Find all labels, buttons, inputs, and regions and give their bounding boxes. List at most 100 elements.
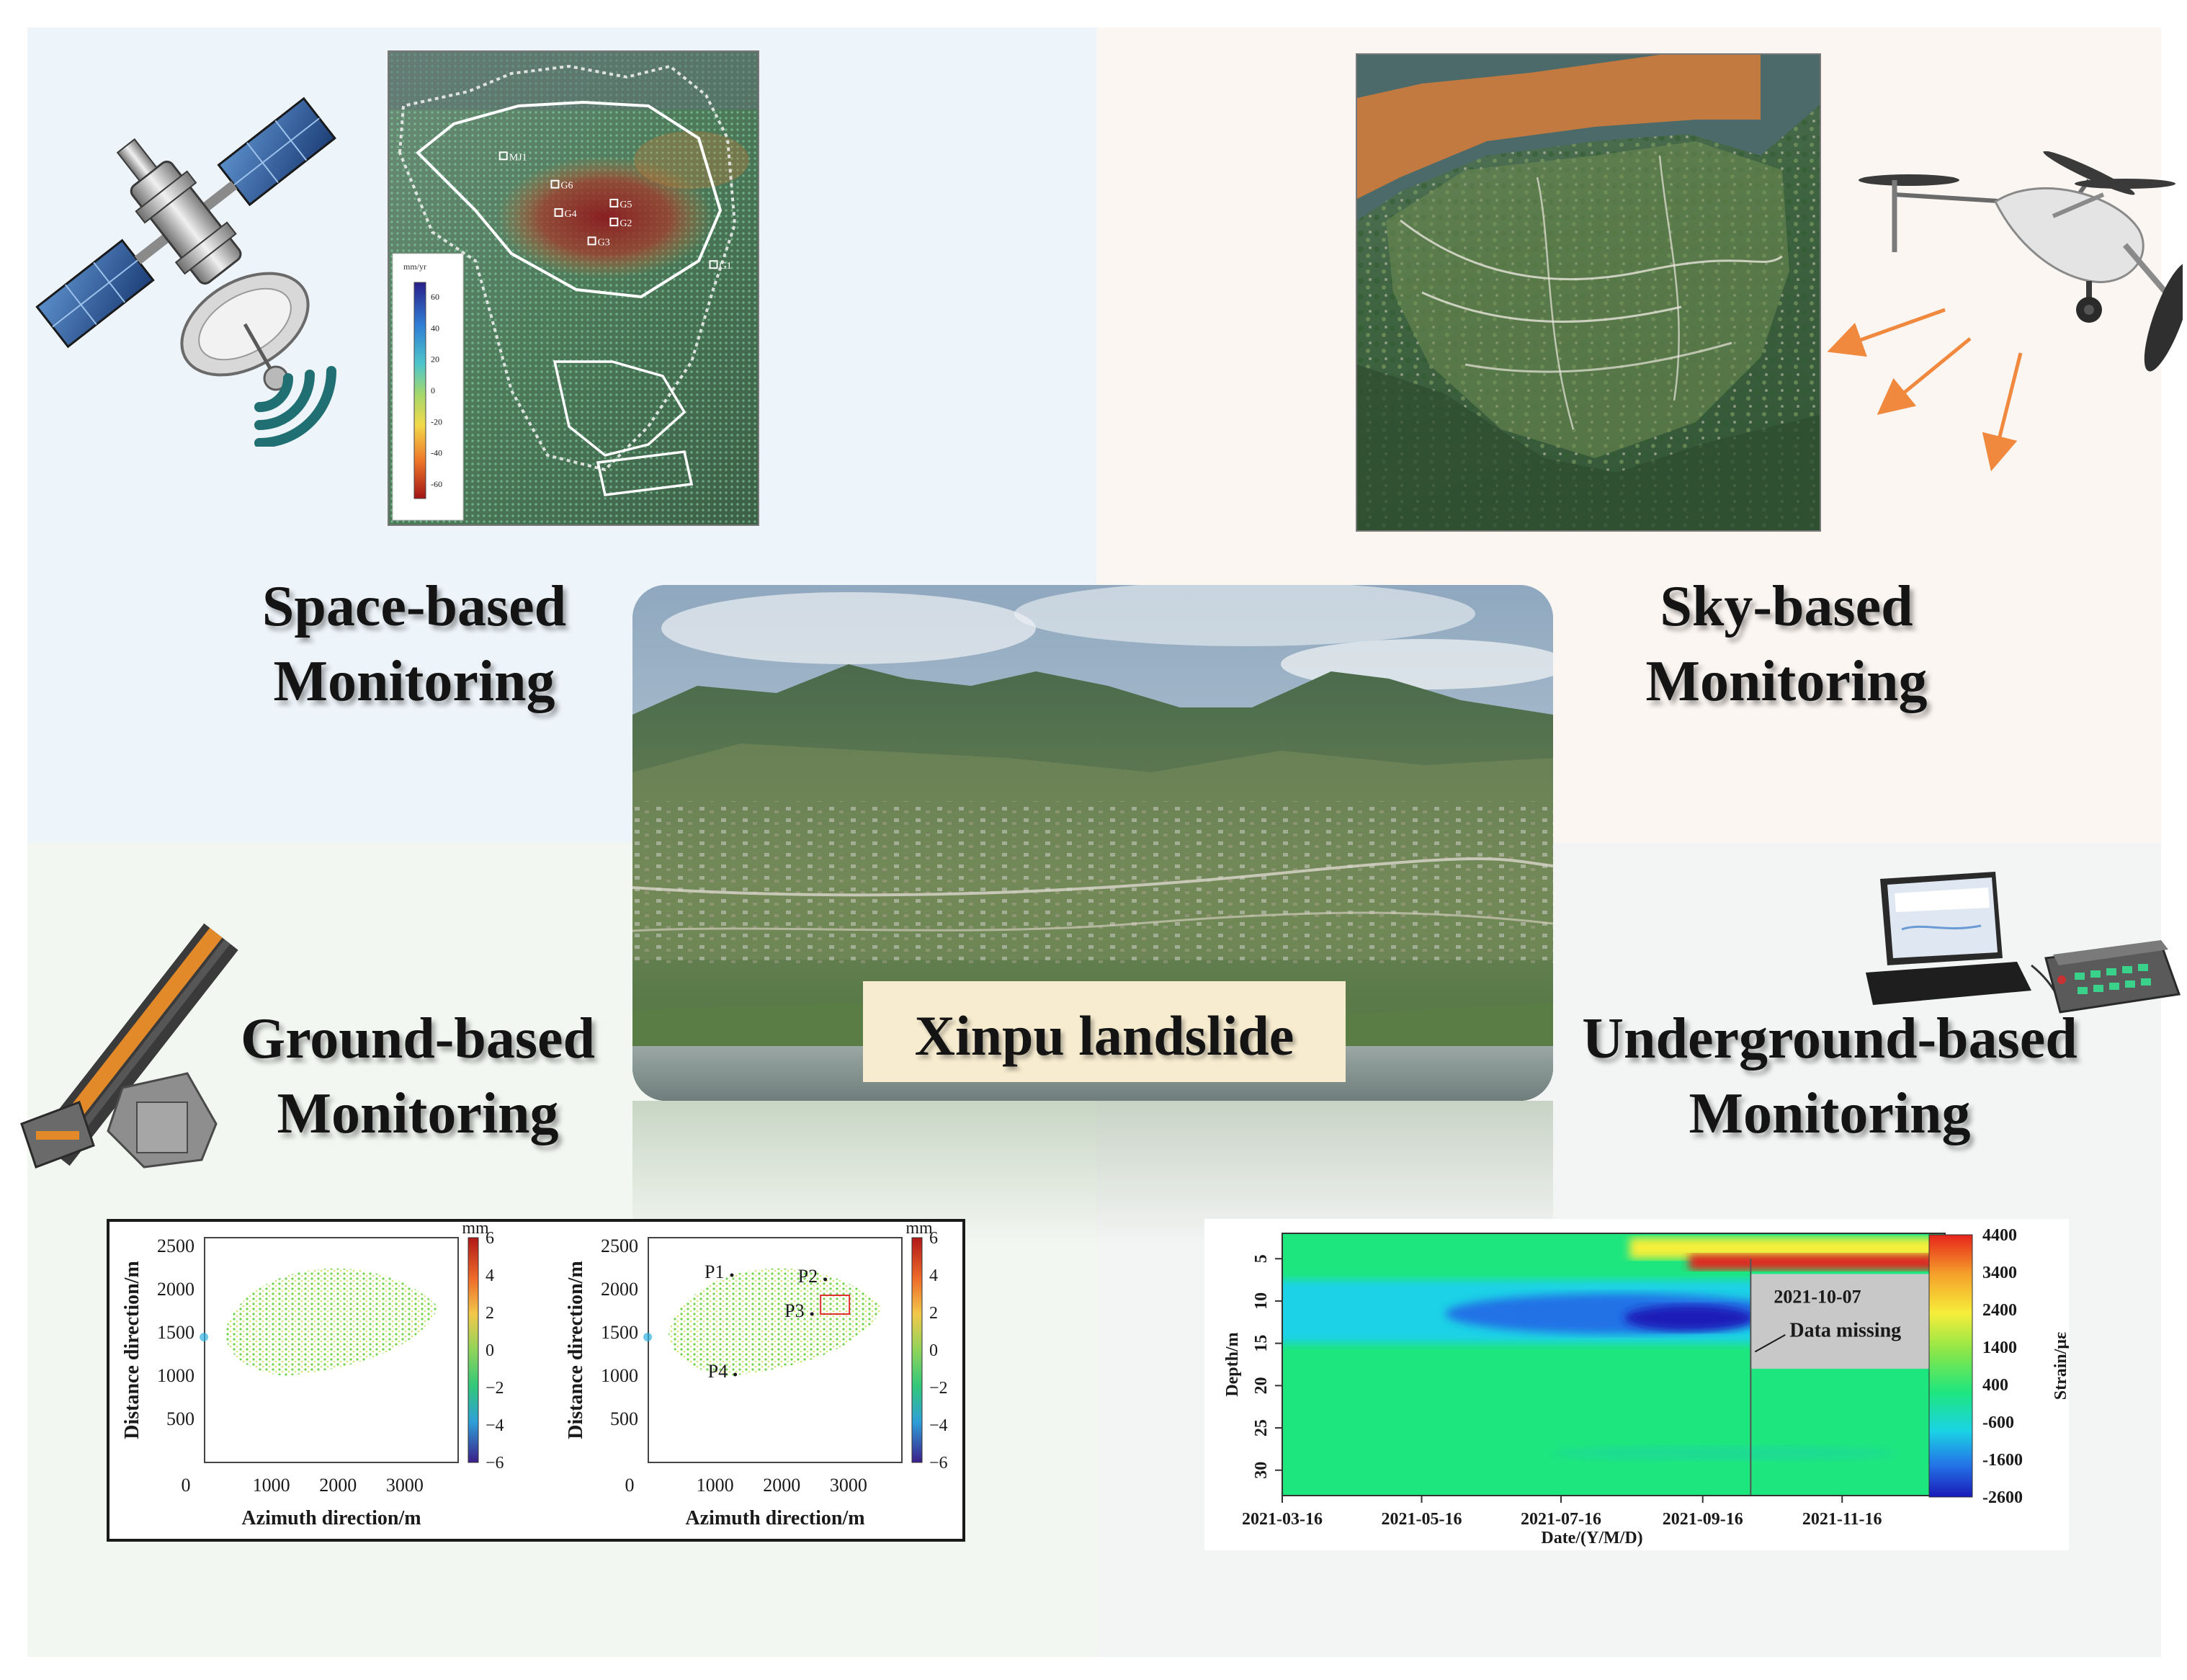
gbinsar-ytick: 2500 (157, 1236, 194, 1256)
underground-based-title: Underground-based Monitoring (1534, 1001, 2125, 1151)
gbinsar-colorbar-tick: −2 (486, 1379, 504, 1398)
gbinsar-colorbar (468, 1237, 479, 1463)
gbinsar-ylabel: Distance direction/m (565, 1261, 587, 1439)
gbinsar-colorbar-unit: mm (905, 1222, 933, 1238)
gbinsar-xtick: 3000 (830, 1475, 867, 1496)
gbinsar-colorbar-tick: 0 (929, 1341, 938, 1360)
insar-point-marker (609, 218, 619, 227)
gbinsar-xtick: 1000 (253, 1475, 290, 1496)
gbinsar-point-cloud-edge (200, 1333, 209, 1341)
insar-point-marker (709, 260, 718, 269)
underground-title-line2: Monitoring (1689, 1082, 1971, 1145)
insar-colorbar-tick: 20 (431, 354, 439, 365)
sky-title-line2: Monitoring (1645, 650, 1928, 713)
gbinsar-colorbar-tick: −6 (929, 1454, 948, 1473)
gbinsar-ytick: 2000 (157, 1279, 194, 1300)
gbinsar-colorbar-tick: −4 (929, 1416, 948, 1435)
strain-colorbar (1928, 1234, 1973, 1498)
data-missing-arrow (1754, 1334, 1786, 1353)
strain-ytick: 20 (1252, 1377, 1271, 1394)
insar-point-label: G2 (620, 218, 632, 229)
gbinsar-colorbar-tick: 2 (486, 1304, 494, 1323)
gbinsar-xtick: 2000 (319, 1475, 357, 1496)
sky-title-line1: Sky-based (1660, 575, 1913, 638)
insar-point-marker (609, 198, 619, 207)
drone-signal-arrows-icon (1827, 308, 2023, 472)
gbinsar-point-label: P4 (708, 1361, 728, 1382)
space-based-title: Space-based Monitoring (187, 569, 641, 719)
data-missing-box (1750, 1274, 1945, 1369)
gbinsar-ytick: 500 (610, 1408, 638, 1429)
ground-radar-icon (20, 923, 238, 1169)
gbinsar-colorbar-tick: 6 (929, 1229, 938, 1248)
center-label: Xinpu landslide (914, 1004, 1294, 1067)
gbinsar-xtick: 3000 (386, 1475, 424, 1496)
gbinsar-xlabel: Azimuth direction/m (685, 1507, 864, 1529)
gbinsar-ytick: 1000 (157, 1365, 194, 1386)
gbinsar-ytick: 1500 (157, 1322, 194, 1343)
gbinsar-point-marker (810, 1312, 814, 1316)
gbinsar-xtick: 1000 (697, 1475, 734, 1496)
gbinsar-colorbar-tick: −2 (929, 1379, 948, 1398)
strain-xtick: 2021-03-16 (1242, 1510, 1323, 1529)
gbinsar-colorbar-tick: −6 (486, 1454, 504, 1473)
strain-colorbar-label: Strain/με (2052, 1332, 2069, 1400)
gbinsar-point-cloud (224, 1268, 439, 1376)
gbinsar-point-label: P1 (705, 1261, 724, 1282)
gbinsar-ytick: 1500 (601, 1322, 638, 1343)
gbinsar-ylabel: Distance direction/m (121, 1261, 143, 1439)
gbinsar-point-cloud-edge (643, 1333, 653, 1341)
insar-point-marker (498, 151, 508, 161)
insar-point-label: G6 (560, 181, 573, 192)
gbinsar-colorbar-tick: 0 (486, 1341, 494, 1360)
space-title-line1: Space-based (261, 575, 567, 638)
gbinsar-xtick: 0 (182, 1475, 191, 1496)
xinpu-landslide-photo (632, 585, 1553, 1101)
uav-orthophoto (1356, 53, 1821, 532)
strain-ytick: 5 (1252, 1254, 1271, 1263)
strain-xtick: 2021-07-16 (1521, 1510, 1601, 1529)
insar-point-marker (587, 236, 596, 246)
strain-band-min (1624, 1305, 1754, 1331)
gbinsar-colorbar-tick: 4 (486, 1266, 494, 1285)
strain-colorbar-tick: -600 (1982, 1413, 2014, 1432)
data-missing-text: Data missing (1789, 1319, 1901, 1341)
ground-title-line2: Monitoring (277, 1082, 559, 1145)
strain-ytick: 30 (1252, 1462, 1271, 1479)
insar-colorbar-tick: 0 (431, 385, 435, 396)
strain-xtick: 2021-11-16 (1802, 1510, 1882, 1529)
strain-ylabel: Depth/m (1223, 1332, 1242, 1396)
strain-colorbar-tick: -2600 (1982, 1488, 2023, 1507)
gbinsar-point-marker (823, 1277, 828, 1282)
strain-colorbar-tick: 1400 (1982, 1339, 2017, 1357)
strain-colorbar-tick: 2400 (1982, 1301, 2017, 1320)
gbinsar-point-marker (733, 1372, 738, 1377)
strain-colorbar-tick: -1600 (1982, 1451, 2023, 1470)
gbinsar-colorbar-unit: mm (462, 1222, 489, 1238)
insar-colorbar-tick: -40 (431, 448, 442, 458)
strain-xlabel: Date/(Y/M/D) (1541, 1529, 1642, 1547)
gbinsar-colorbar-tick: 6 (486, 1229, 494, 1248)
gbinsar-xtick: 2000 (763, 1475, 800, 1496)
insar-point-marker (550, 179, 560, 189)
gbinsar-ytick: 500 (166, 1408, 194, 1429)
ground-title-line1: Ground-based (240, 1007, 596, 1071)
gbinsar-highlight-box (820, 1295, 851, 1315)
ground-based-title: Ground-based Monitoring (194, 1001, 641, 1151)
strain-ytick: 25 (1252, 1419, 1271, 1437)
satellite-icon (35, 97, 336, 391)
strain-xtick: 2021-05-16 (1382, 1510, 1462, 1529)
strain-band-max (1689, 1254, 1945, 1270)
strain-colorbar-tick: 3400 (1982, 1264, 2017, 1282)
gbinsar-colorbar (911, 1237, 923, 1463)
insar-colorbar-tick: -20 (431, 416, 442, 426)
center-label-box (863, 981, 1346, 1082)
gbinsar-xtick: 0 (625, 1475, 635, 1496)
gbinsar-colorbar-tick: 4 (929, 1266, 938, 1285)
insar-point-label: G5 (620, 200, 632, 210)
